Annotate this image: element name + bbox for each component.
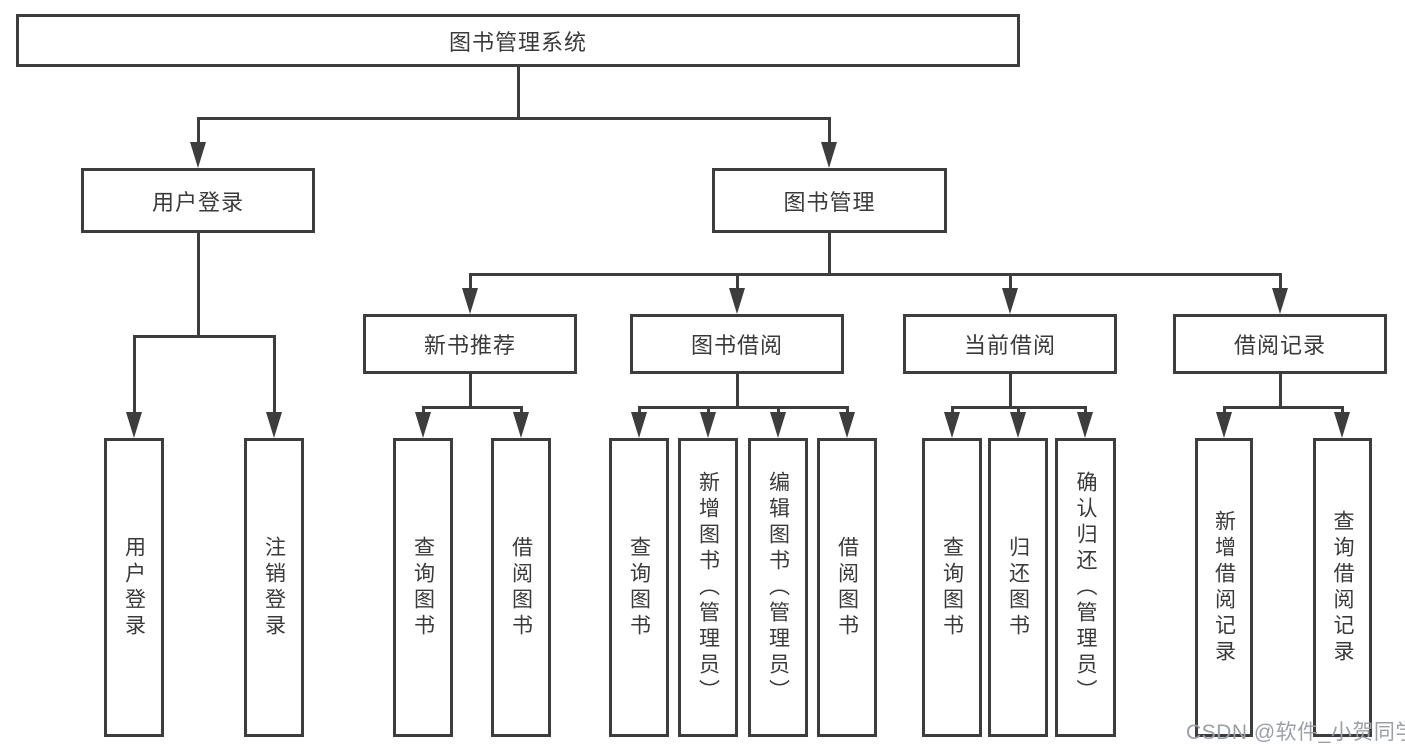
connector-line [638,406,641,415]
connector-line [1341,406,1344,415]
connector-line [422,406,425,415]
arrow-down-icon [1077,412,1093,438]
leaf-currentborrow-query-books: 查询图书 [922,438,982,737]
connector-line [707,406,710,415]
node-library-system: 图书管理系统 [16,14,1020,67]
connector-line [951,406,954,415]
leaf-bookborrow-query-books: 查询图书 [609,438,669,737]
leaf-bookborrow-edit-books-admin: 编辑图书（管理员） [748,438,808,737]
arrow-down-icon [631,412,647,438]
arrow-down-icon [266,412,282,438]
connector-line [520,406,523,415]
leaf-currentborrow-confirm-return-admin: 确认归还（管理员） [1055,438,1116,737]
arrow-down-icon [1216,412,1232,438]
leaf-logout: 注销登录 [244,438,304,737]
connector-line [1223,406,1344,409]
connector-line [638,406,849,409]
connector-line [1084,406,1087,415]
connector-line [1223,406,1226,415]
connector-line [736,374,739,409]
connector-line [469,273,1281,276]
connector-line [469,374,472,409]
node-new-books: 新书推荐 [363,314,577,374]
arrow-down-icon [821,142,837,168]
connector-line [828,233,831,276]
node-borrow-records: 借阅记录 [1173,314,1387,374]
connector-line [469,273,472,291]
node-book-management: 图书管理 [712,168,947,233]
arrow-down-icon [1002,288,1018,314]
arrow-down-icon [729,288,745,314]
leaf-bookborrow-add-books-admin: 新增图书（管理员） [678,438,738,737]
node-book-borrow: 图书借阅 [630,314,844,374]
leaf-records-query-record: 查询借阅记录 [1313,438,1372,737]
arrow-down-icon [700,412,716,438]
arrow-down-icon [1272,288,1288,314]
watermark: CSDN @软件_小贺同学 [1186,721,1405,744]
arrow-down-icon [1334,412,1350,438]
arrow-down-icon [1010,412,1026,438]
leaf-currentborrow-return-books: 归还图书 [988,438,1048,737]
connector-line [273,335,276,415]
connector-line [422,406,523,409]
connector-line [197,117,200,145]
connector-line [828,117,831,145]
node-current-borrow: 当前借阅 [903,314,1117,374]
connector-line [1279,374,1282,409]
connector-line [197,117,831,120]
leaf-records-add-record: 新增借阅记录 [1195,438,1253,737]
leaf-newbooks-query-books: 查询图书 [393,438,453,737]
connector-line [1009,273,1012,291]
connector-line [1009,374,1012,409]
connector-line [517,67,520,120]
leaf-bookborrow-borrow-books: 借阅图书 [817,438,877,737]
connector-line [133,335,136,415]
arrow-down-icon [770,412,786,438]
arrow-down-icon [415,412,431,438]
arrow-down-icon [190,142,206,168]
leaf-user-login: 用户登录 [104,438,164,737]
connector-line [1017,406,1020,415]
arrow-down-icon [462,288,478,314]
connector-line [197,233,200,338]
connector-line [133,335,276,338]
connector-line [777,406,780,415]
connector-line [1279,273,1282,291]
leaf-newbooks-borrow-books: 借阅图书 [491,438,551,737]
connector-line [846,406,849,415]
arrow-down-icon [944,412,960,438]
connector-line [736,273,739,291]
arrow-down-icon [513,412,529,438]
arrow-down-icon [839,412,855,438]
arrow-down-icon [126,412,142,438]
node-user-login: 用户登录 [81,168,315,233]
